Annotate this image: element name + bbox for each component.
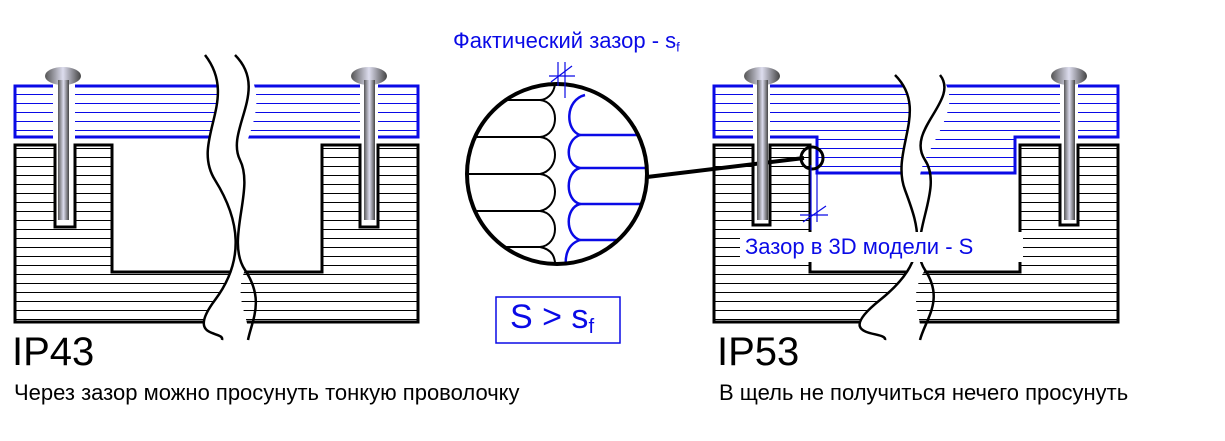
ip53-assembly [712,67,1120,341]
ip43-title: IP43 [12,330,95,374]
ip53-description: В щель не получиться нечего просунуть [719,380,1129,405]
inequality-box [495,296,621,344]
ip43-description: Через зазор можно просунуть тонкую прово… [14,380,520,405]
model-gap-label: Зазор в 3D модели - S [745,234,974,259]
magnified-gap-view [465,62,805,344]
screw-icon [744,67,780,220]
actual-gap-text: Фактический зазор - s [453,28,677,53]
ip43-body [13,143,420,324]
inequality-label: S > sf [510,298,594,339]
ip53-title: IP53 [717,330,800,374]
inequality-text: S > s [510,298,589,336]
actual-gap-subscript: f [676,39,680,55]
actual-gap-label: Фактический зазор - sf [453,28,680,54]
screw-icon [45,67,81,220]
ip53-body [712,143,1120,324]
detail-circle [799,145,825,171]
screw-icon [1051,67,1087,220]
screw-icon [351,67,387,220]
ip43-assembly [13,54,420,341]
inequality-subscript: f [588,316,595,339]
